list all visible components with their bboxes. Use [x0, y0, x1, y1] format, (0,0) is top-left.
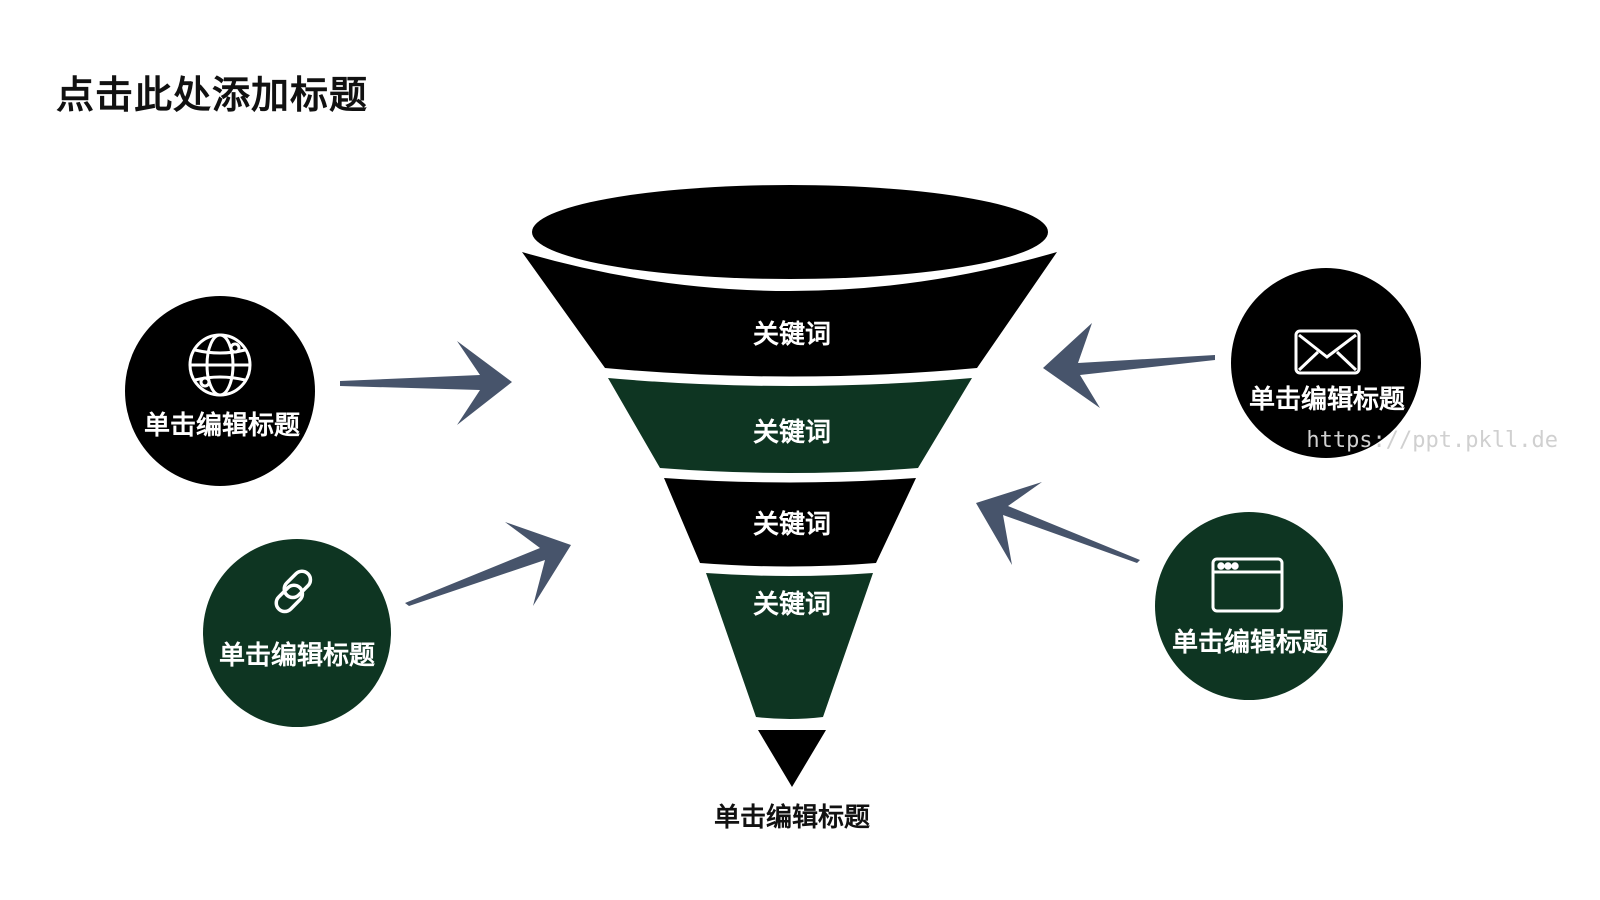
node-browser-label: 单击编辑标题 [1172, 627, 1328, 658]
node-mail-label: 单击编辑标题 [1249, 384, 1405, 415]
funnel-layer-1 [522, 252, 1057, 377]
arrow-left-bottom [405, 522, 571, 606]
browser-window-icon [1211, 557, 1284, 613]
node-link-label: 单击编辑标题 [219, 640, 375, 671]
globe-icon [188, 333, 252, 397]
funnel-layer-2 [608, 378, 972, 473]
link-icon [274, 569, 313, 614]
node-globe-label: 单击编辑标题 [144, 410, 300, 441]
arrow-left-top [340, 341, 512, 425]
arrow-right-top [1043, 323, 1215, 408]
funnel-bottom-label: 单击编辑标题 [714, 802, 870, 833]
node-browser: 单击编辑标题 [1155, 512, 1343, 700]
funnel-layer-3 [664, 478, 916, 567]
funnel-layer-2-label: 关键词 [753, 417, 831, 448]
funnel-layer-4 [706, 573, 873, 719]
node-link: 单击编辑标题 [203, 539, 391, 727]
funnel-layer-3-label: 关键词 [753, 509, 831, 540]
node-mail: 单击编辑标题 [1231, 268, 1421, 458]
arrow-right-bottom [976, 482, 1140, 565]
funnel-layer-1-label: 关键词 [753, 319, 831, 350]
watermark-text: https://ppt.pkll.de [1306, 428, 1558, 453]
funnel-tip [758, 730, 826, 787]
mail-icon [1294, 329, 1361, 375]
page-title: 点击此处添加标题 [56, 73, 369, 117]
funnel-rim [532, 185, 1048, 279]
funnel-layer-4-label: 关键词 [753, 589, 831, 620]
node-globe: 单击编辑标题 [125, 296, 315, 486]
